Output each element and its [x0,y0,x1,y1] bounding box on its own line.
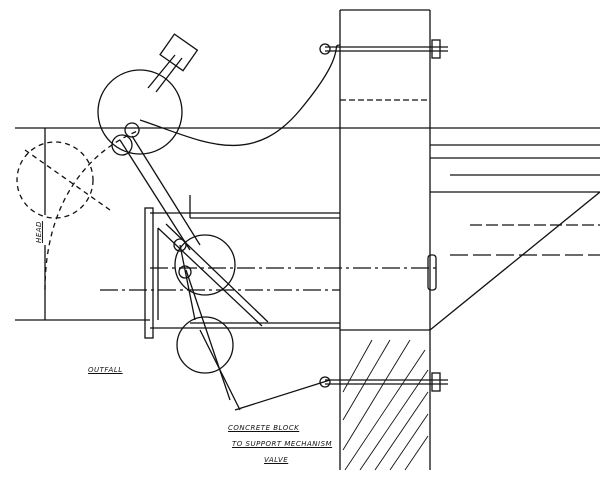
water-level-lines [15,127,600,331]
tie-rods [319,39,448,392]
concrete-block-label-line2: TO SUPPORT MECHANISM [232,440,333,448]
flap-door [157,223,269,327]
lever-mechanism [97,33,341,411]
outfall-pipe [100,195,440,339]
outfall-label: OUTFALL [88,366,123,374]
swing-arc [16,141,94,219]
concrete-hatching [342,339,429,471]
concrete-block-label-line3: VALVE [264,456,289,464]
head-label: HEAD [34,221,43,243]
wall [339,9,431,470]
concrete-block-label-line1: CONCRETE BLOCK [228,424,300,432]
